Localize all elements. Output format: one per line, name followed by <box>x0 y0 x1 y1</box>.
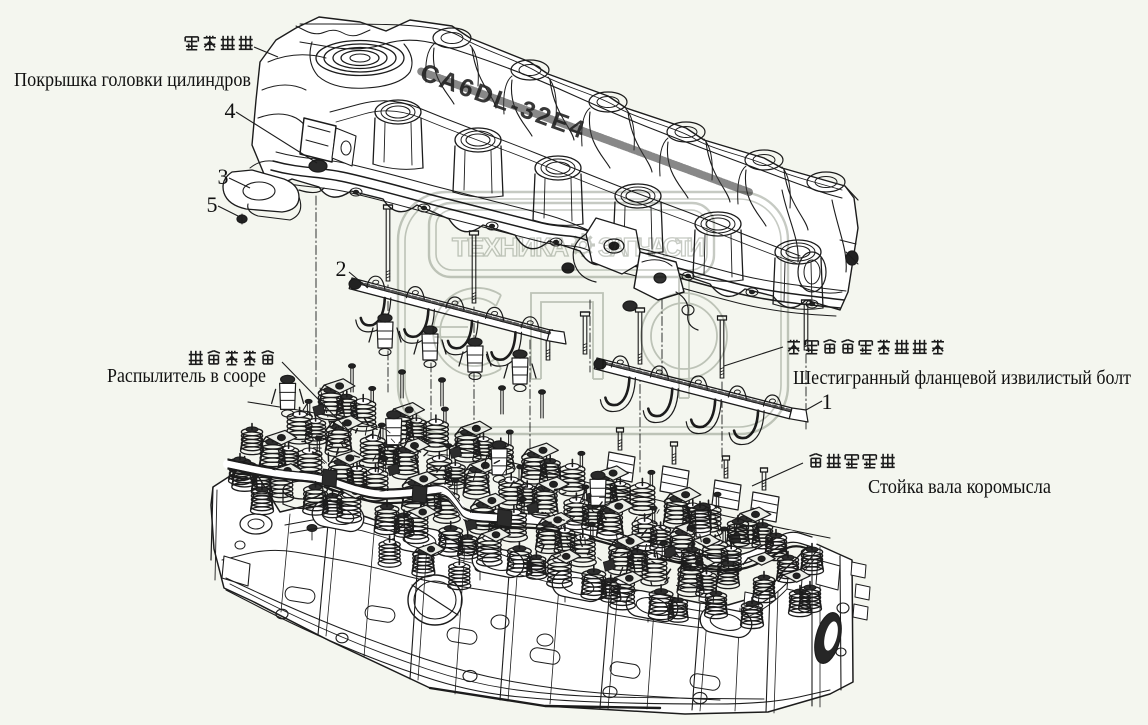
svg-text:1: 1 <box>822 389 833 414</box>
svg-text:ТЕХНИКА: ТЕХНИКА <box>452 232 570 262</box>
svg-text:2: 2 <box>336 256 347 281</box>
svg-text:3: 3 <box>218 164 229 189</box>
svg-text:Шестигранный фланцевой извилис: Шестигранный фланцевой извилистый болт <box>793 368 1131 389</box>
svg-text:5: 5 <box>207 192 218 217</box>
svg-text:Стойка вала коромысла: Стойка вала коромысла <box>868 476 1051 498</box>
svg-text:4: 4 <box>225 98 236 123</box>
svg-text:Покрышка головки цилиндров: Покрышка головки цилиндров <box>14 69 251 91</box>
svg-text:Распылитель в сооре: Распылитель в сооре <box>107 366 266 387</box>
svg-text:ЗАПЧАСТИ: ЗАПЧАСТИ <box>598 232 706 262</box>
